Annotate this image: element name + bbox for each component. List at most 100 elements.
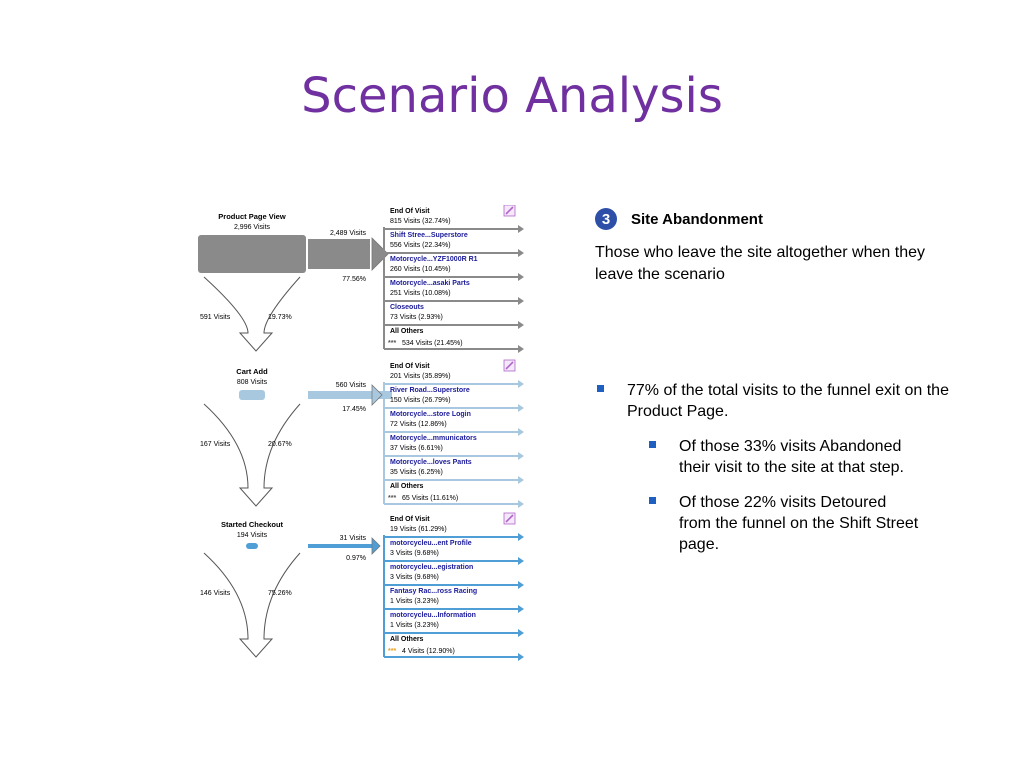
forward-arrow	[371, 537, 381, 555]
exit-name: motorcycleu...ent Profile	[390, 540, 472, 547]
exit-row-arrow	[518, 404, 524, 412]
exit-row-arrow	[518, 249, 524, 257]
exit-name: Closeouts	[390, 304, 424, 311]
exit-visits: 150 Visits (26.79%)	[390, 397, 451, 404]
exit-row-arrow	[518, 225, 524, 233]
exit-name: River Road...Superstore	[390, 387, 470, 394]
exit-name: End Of Visit	[390, 516, 430, 523]
exit-row-arrow	[518, 428, 524, 436]
callout-description: Those who leave the site altogether when…	[595, 244, 925, 283]
exit-visits: 73 Visits (2.93%)	[390, 314, 443, 321]
exit-row-arrow	[518, 581, 524, 589]
exit-name: motorcycleu...egistration	[390, 564, 473, 571]
bullet-main-text: 77% of the total visits to the funnel ex…	[627, 382, 949, 420]
forward-bar	[308, 544, 372, 548]
exit-visits: 72 Visits (12.86%)	[390, 421, 447, 428]
exit-visits: 815 Visits (32.74%)	[390, 218, 451, 225]
step-name: Cart Add	[236, 367, 268, 376]
down-visits: 146 Visits	[200, 590, 231, 597]
exit-visits: 3 Visits (9.68%)	[390, 574, 439, 581]
forward-visits: 31 Visits	[340, 535, 367, 542]
step-name: Product Page View	[218, 212, 286, 221]
bullet-square-icon	[597, 385, 604, 392]
forward-bar	[308, 391, 392, 399]
exit-visits: 201 Visits (35.89%)	[390, 373, 451, 380]
exit-name: All Others	[390, 483, 424, 490]
exit-row-arrow	[518, 321, 524, 329]
exit-name: All Others	[390, 328, 424, 335]
exit-corner-icon-stroke	[505, 361, 514, 370]
exit-visits: 4 Visits (12.90%)	[402, 648, 455, 655]
exit-row-arrow	[518, 605, 524, 613]
exit-row-arrow	[518, 557, 524, 565]
forward-visits: 560 Visits	[336, 382, 367, 389]
forward-arrow	[371, 384, 383, 406]
exit-row-arrow	[518, 273, 524, 281]
exit-visits: 19 Visits (61.29%)	[390, 526, 447, 533]
bullet-list: 77% of the total visits to the funnel ex…	[597, 380, 957, 555]
exit-visits: 251 Visits (10.08%)	[390, 290, 451, 297]
down-arrow	[203, 403, 301, 507]
down-pct: 20.67%	[268, 441, 292, 448]
step-number-badge: 3	[595, 208, 617, 230]
exit-row-arrow	[518, 500, 524, 508]
forward-pct: 77.56%	[342, 276, 366, 283]
exit-name: Motorcycle...asaki Parts	[390, 280, 470, 287]
others-mark: ***	[388, 340, 396, 347]
exit-row-arrow	[518, 380, 524, 388]
down-arrow	[203, 276, 301, 352]
step-bar	[239, 390, 265, 400]
bullet-sub-text: Of those 22% visits Detoured from the fu…	[679, 494, 919, 553]
bullet-square-icon	[649, 441, 656, 448]
others-mark: ***	[388, 648, 396, 655]
exit-name: Shift Stree...Superstore	[390, 232, 468, 239]
exit-name: Motorcycle...store Login	[390, 411, 471, 418]
callout: 3 Site Abandonment Those who leave the s…	[595, 208, 965, 286]
step-name: Started Checkout	[221, 520, 284, 529]
exit-visits: 35 Visits (6.25%)	[390, 469, 443, 476]
exit-row-arrow	[518, 476, 524, 484]
bullet-sub-text: Of those 33% visits Abandoned their visi…	[679, 438, 904, 476]
exit-name: motorcycleu...Information	[390, 612, 476, 619]
step-bar	[246, 543, 258, 549]
others-mark: ***	[388, 495, 396, 502]
exit-row-arrow	[518, 297, 524, 305]
forward-pct: 0.97%	[346, 555, 366, 562]
down-pct: 19.73%	[268, 314, 292, 321]
step-visits: 2,996 Visits	[234, 224, 271, 231]
down-arrow	[203, 552, 301, 658]
bullet-sub-2: Of those 22% visits Detoured from the fu…	[597, 492, 919, 555]
forward-arrow	[371, 237, 389, 271]
exit-visits: 260 Visits (10.45%)	[390, 266, 451, 273]
callout-heading: Site Abandonment	[631, 210, 763, 228]
exit-name: End Of Visit	[390, 208, 430, 215]
exit-name: Fantasy Rac...ross Racing	[390, 588, 477, 595]
exit-corner-icon-stroke	[505, 206, 514, 215]
exit-corner-icon-stroke	[505, 514, 514, 523]
exit-name: All Others	[390, 636, 424, 643]
bullet-main: 77% of the total visits to the funnel ex…	[597, 380, 957, 422]
funnel-diagram: Product Page View 2,996 Visits 2,489 Visit…	[198, 205, 524, 661]
forward-visits: 2,489 Visits	[330, 230, 367, 237]
exit-name: Motorcycle...YZF1000R R1	[390, 256, 478, 263]
exit-name: Motorcycle...loves Pants	[390, 459, 472, 466]
exit-visits: 65 Visits (11.61%)	[402, 495, 458, 502]
down-visits: 591 Visits	[200, 314, 231, 321]
down-pct: 75.26%	[268, 590, 292, 597]
step-bar	[198, 235, 306, 273]
exit-row-arrow	[518, 533, 524, 541]
exit-name: End Of Visit	[390, 363, 430, 370]
step-visits: 194 Visits	[237, 532, 268, 539]
exit-row-arrow	[518, 452, 524, 460]
exit-visits: 556 Visits (22.34%)	[390, 242, 451, 249]
exit-visits: 3 Visits (9.68%)	[390, 550, 439, 557]
exit-visits: 1 Visits (3.23%)	[390, 622, 439, 629]
callout-heading-row: 3 Site Abandonment	[595, 208, 965, 230]
bullet-square-icon	[649, 497, 656, 504]
exit-visits: 37 Visits (6.61%)	[390, 445, 443, 452]
exit-visits: 534 Visits (21.45%)	[402, 340, 463, 347]
forward-bar	[308, 239, 370, 269]
slide-title: Scenario Analysis	[301, 68, 723, 124]
exit-row-arrow	[518, 345, 524, 353]
forward-pct: 17.45%	[342, 406, 366, 413]
